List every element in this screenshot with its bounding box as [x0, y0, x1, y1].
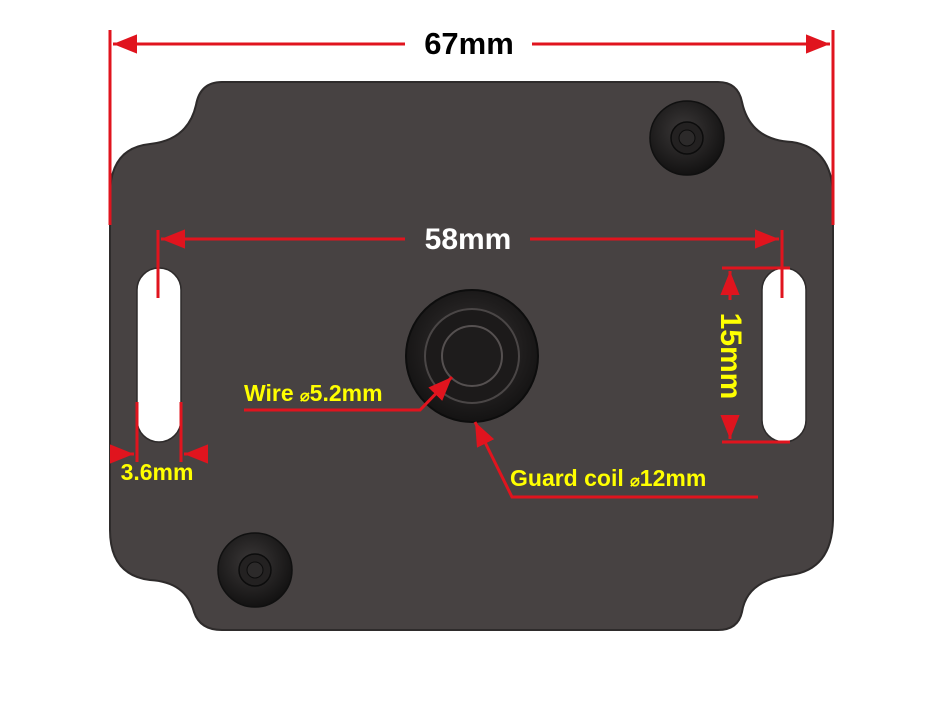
screw-icon	[217, 532, 293, 608]
overall-width-dimension: 67mm	[108, 26, 835, 225]
guard-coil-callout-label: Guard coil ⌀12mm	[510, 465, 706, 491]
guard-coil-callout: Guard coil ⌀12mm	[473, 421, 758, 499]
wire-callout-label: Wire ⌀5.2mm	[244, 380, 383, 406]
slot-width-label: 3.6mm	[121, 459, 194, 485]
slot-spacing-dimension: 58mm	[156, 223, 784, 298]
wire-callout: Wire ⌀5.2mm	[244, 375, 454, 412]
screw-icon	[649, 100, 725, 176]
right-slot	[761, 267, 807, 443]
slot-width-dimension: 3.6mm	[110, 402, 208, 485]
slot-length-dimension: 15mm	[714, 266, 790, 444]
slot-spacing-label: 58mm	[425, 223, 512, 256]
slot-length-label: 15mm	[714, 313, 747, 400]
overall-width-label: 67mm	[424, 26, 514, 61]
